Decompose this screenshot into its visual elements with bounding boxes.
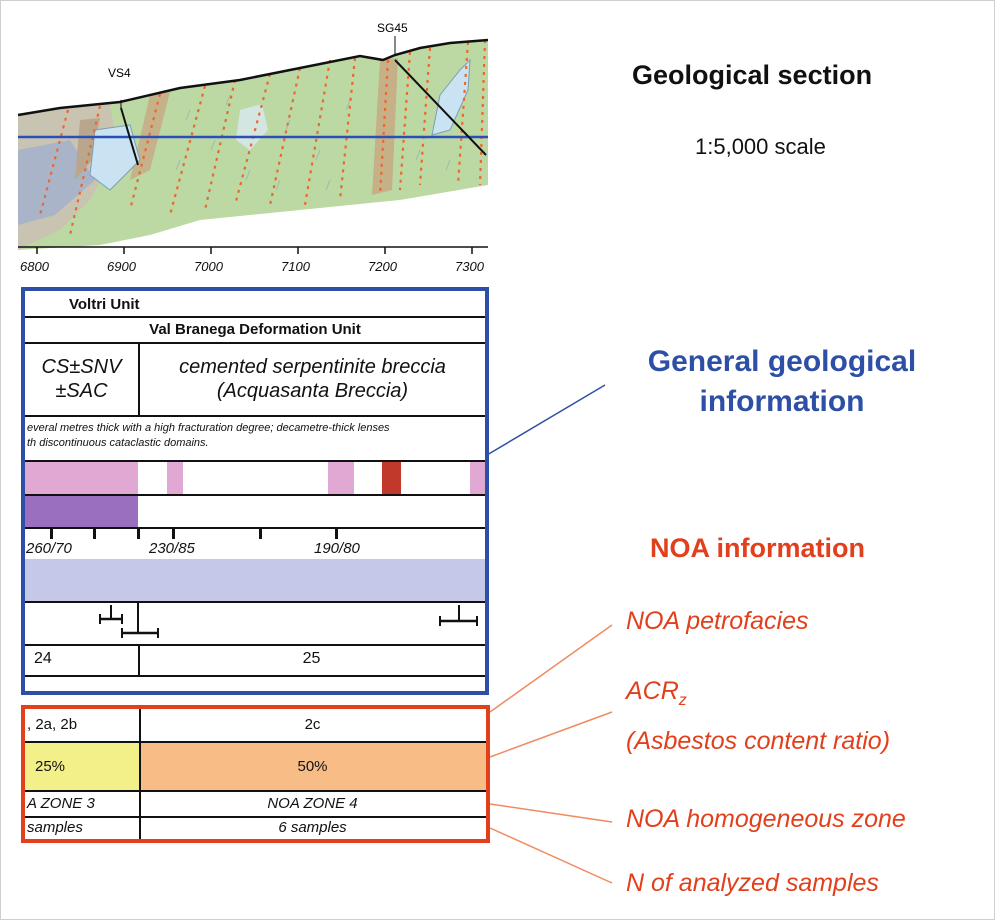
right-lithology: cemented serpentinite breccia (Acquasant… <box>140 355 485 403</box>
petrofacies-cell: , 2a, 2b <box>27 716 78 733</box>
red-connector <box>489 803 613 823</box>
acr-full-label: (Asbestos content ratio) <box>626 727 891 755</box>
purple-band <box>25 496 138 527</box>
dark-red-band <box>382 462 401 494</box>
orientation-tick <box>93 529 96 539</box>
description-line1: everal metres thick with a high fractura… <box>27 422 390 434</box>
right-lith-line2: (Acquasanta Breccia) <box>216 380 409 402</box>
axis-tick-label: 6800 <box>20 259 49 274</box>
homogeneous-zone-label: NOA homogeneous zone <box>626 805 906 833</box>
section-lens <box>431 58 471 136</box>
row-divider <box>25 527 485 529</box>
axis-tick-label: 7200 <box>368 259 397 274</box>
row-divider <box>25 460 485 462</box>
description: everal metres thick with a high fractura… <box>27 421 390 451</box>
axis-tick-label: 7300 <box>455 259 484 274</box>
scale-label: 1:5,000 scale <box>695 134 826 159</box>
acr-value: 50% <box>297 758 328 775</box>
left-lith-line1: CS±SNV <box>41 356 122 378</box>
pink-band <box>470 462 485 494</box>
column-divider <box>139 709 141 839</box>
row-divider <box>25 316 485 318</box>
borehole-vs4 <box>120 107 139 166</box>
general-info-label: General geological information <box>622 342 942 422</box>
axis-tick-label: 7100 <box>281 259 310 274</box>
row-divider <box>25 494 485 496</box>
n-samples-label: N of analyzed samples <box>626 869 879 897</box>
acr-label: ACRz <box>626 677 687 710</box>
section-texture <box>175 94 451 191</box>
acr-subscript: z <box>678 692 687 709</box>
borehole-label-vs4: VS4 <box>108 66 131 80</box>
noa-info-label: NOA information <box>650 533 865 563</box>
column-divider <box>138 342 140 415</box>
section-lens <box>89 124 141 191</box>
red-connector <box>489 711 613 758</box>
general-info-table: Voltri Unit Val Branega Deformation Unit… <box>21 287 489 695</box>
borehole-label-sg45: SG45 <box>377 21 408 35</box>
section-slate-zone <box>18 140 95 225</box>
right-lith-line1: cemented serpentinite breccia <box>179 356 446 378</box>
lavender-band <box>25 559 485 601</box>
row-divider <box>25 790 486 792</box>
pink-band <box>328 462 354 494</box>
noa-petrofacies-label: NOA petrofacies <box>626 607 809 635</box>
number-cell: 25 <box>302 650 321 667</box>
blue-connector <box>486 384 606 456</box>
left-lith-line2: ±SAC <box>55 380 108 402</box>
geological-section <box>17 36 489 254</box>
general-info-line2: information <box>699 385 865 418</box>
zone-cell: NOA ZONE 4 <box>267 795 358 812</box>
section-fractures <box>38 39 487 236</box>
number-cell: 24 <box>34 650 52 667</box>
row-divider <box>25 675 485 677</box>
column-divider <box>138 644 140 675</box>
borehole-sg45 <box>394 59 487 156</box>
topographic-profile <box>17 38 489 117</box>
acr-cell-orange <box>141 743 486 790</box>
row-divider <box>25 816 486 818</box>
orientation-label: 260/70 <box>26 540 72 557</box>
orientation-label: 190/80 <box>314 540 360 557</box>
description-line2: th discontinuous cataclastic domains. <box>27 437 209 449</box>
acr-cell-yellow <box>25 743 139 790</box>
axis-tick-label: 6900 <box>107 259 136 274</box>
deformation-unit: Val Branega Deformation Unit <box>149 321 361 338</box>
row-divider <box>25 741 486 743</box>
orientation-label: 230/85 <box>149 540 195 557</box>
acr-value: 25% <box>35 758 66 775</box>
pink-band <box>167 462 183 494</box>
acr-main: ACR <box>626 677 679 705</box>
orientation-tick <box>172 529 175 539</box>
orientation-tick <box>259 529 262 539</box>
general-info-line1: General geological <box>647 345 917 378</box>
red-connector <box>489 827 613 884</box>
samples-cell: 6 samples <box>278 819 347 836</box>
unit-name: Voltri Unit <box>69 296 140 313</box>
samples-cell: samples <box>27 819 83 836</box>
zone-cell: A ZONE 3 <box>27 795 95 812</box>
row-divider <box>25 342 485 344</box>
left-lithology: CS±SNV ±SAC <box>25 355 138 403</box>
x-axis-ticks <box>36 247 473 254</box>
row-divider <box>25 644 485 646</box>
row-divider <box>25 601 485 603</box>
row-divider <box>25 415 485 417</box>
error-bars <box>99 603 478 638</box>
section-title: Geological section <box>632 60 873 90</box>
petrofacies-cell: 2c <box>304 716 321 733</box>
noa-info-table: , 2a, 2b 2c 25% 50% A ZONE 3 NOA ZONE 4 … <box>21 705 490 843</box>
section-brown-zone <box>75 118 100 180</box>
orientation-tick <box>50 529 53 539</box>
orientation-tick <box>335 529 338 539</box>
axis-tick-label: 7000 <box>194 259 223 274</box>
red-connector <box>489 624 613 713</box>
orientation-tick <box>137 529 140 539</box>
pink-band <box>25 462 138 494</box>
